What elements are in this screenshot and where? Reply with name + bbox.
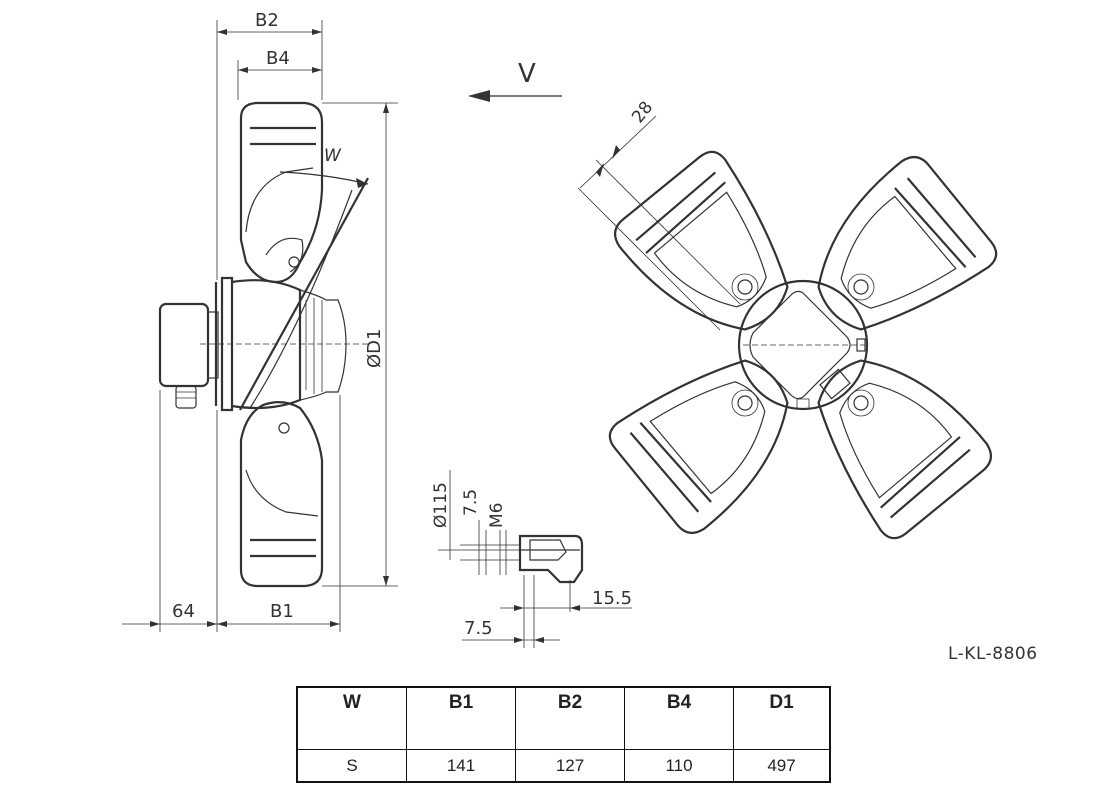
header-b2: B2 — [515, 687, 625, 750]
fan-side-view — [158, 101, 370, 588]
fan-front-view — [608, 150, 998, 540]
technical-drawing: B2 B4 W ØD1 64 B1 V Ø115 7.5 M6 15.5 7.5 — [122, 10, 998, 648]
view-arrow-v — [468, 90, 562, 102]
dim-28-lines — [577, 115, 741, 331]
thread-m6-label: M6 — [487, 503, 507, 528]
drawing-reference-code: L-KL-8806 — [948, 644, 1038, 664]
header-b4: B4 — [624, 687, 734, 750]
blade-upper-right — [817, 156, 998, 331]
angle-w-label: W — [324, 146, 342, 166]
cell-b1: 141 — [406, 749, 516, 782]
table-header-row: W B1 B2 B4 D1 — [297, 687, 830, 750]
dim-7-5-top-label: 7.5 — [461, 489, 481, 516]
blade-lower-right — [817, 359, 992, 540]
side-view-dimensions — [122, 20, 398, 632]
dim-7-5-bottom-label: 7.5 — [464, 618, 493, 639]
dim-28-label: 28 — [628, 98, 657, 127]
dim-b4-label: B4 — [266, 48, 290, 69]
table-row: S 141 127 110 497 — [297, 749, 830, 782]
blade-lower-left — [608, 359, 789, 534]
dim-b2-label: B2 — [255, 10, 279, 31]
dim-b1-label: B1 — [270, 601, 294, 622]
dim-d1-label: ØD1 — [364, 329, 385, 368]
blade-upper-left — [614, 150, 789, 331]
mounting-detail — [438, 470, 632, 648]
cell-d1: 497 — [767, 755, 796, 775]
cell-b4: 110 — [624, 749, 734, 782]
dim-64-label: 64 — [172, 601, 195, 622]
header-d1: D1 — [733, 687, 830, 750]
cell-b2: 127 — [515, 749, 625, 782]
dimension-table: W B1 B2 B4 D1 S 141 127 110 497 — [296, 686, 831, 783]
view-v-label: V — [518, 59, 536, 89]
dim-15-5-label: 15.5 — [592, 588, 632, 609]
header-b1: B1 — [406, 687, 516, 750]
dim-bore-115-label: Ø115 — [431, 482, 451, 528]
cell-w: S — [297, 749, 407, 782]
header-w: W — [297, 687, 407, 750]
